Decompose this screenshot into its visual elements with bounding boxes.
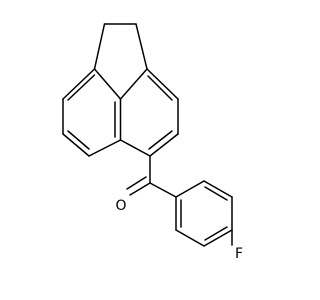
fluorophenyl-ring: [175, 180, 233, 247]
bond-left-to-center: [93, 68, 122, 100]
bond-ch2-left-ring: [93, 23, 106, 70]
bond-right-ring-1: [146, 68, 179, 100]
background: [0, 0, 300, 300]
bond-carbonyl-to-oxygen-2: [126, 176, 147, 190]
oxygen-atom-label: O: [115, 198, 126, 214]
inner-double-bond-left-1: [67, 74, 96, 101]
bond-left-ring-4: [88, 139, 122, 157]
inner-double-bond-phenyl-1: [204, 186, 228, 201]
molecule-structure-diagram: O F: [0, 0, 300, 300]
bond-right-ring-4: [119, 139, 151, 157]
bond-ch2-right-ring: [135, 23, 148, 70]
bond-phenyl-2: [203, 180, 233, 198]
fluorine-atom-label: F: [235, 246, 243, 262]
carbonyl-group: [126, 155, 177, 198]
bond-carbonyl-to-phenyl: [149, 182, 177, 198]
left-aromatic-ring: [62, 68, 122, 157]
inner-double-bond-phenyl-2: [204, 226, 228, 241]
bond-phenyl-1: [175, 180, 205, 198]
bond-right-ring-3: [149, 133, 179, 157]
bond-right-to-center: [119, 68, 148, 100]
inner-double-bond-right-2: [148, 130, 173, 150]
bond-left-ring-3: [62, 133, 90, 157]
bond-left-ring-1: [62, 68, 96, 100]
inner-double-bond-left-2: [67, 130, 90, 150]
bond-phenyl-5: [175, 229, 205, 247]
inner-double-bond-right-1: [147, 75, 173, 101]
bond-phenyl-4: [203, 229, 233, 247]
bond-carbonyl-to-oxygen-1: [129, 182, 151, 196]
right-aromatic-ring: [119, 68, 179, 157]
cyclopentane-ring: [93, 23, 148, 100]
